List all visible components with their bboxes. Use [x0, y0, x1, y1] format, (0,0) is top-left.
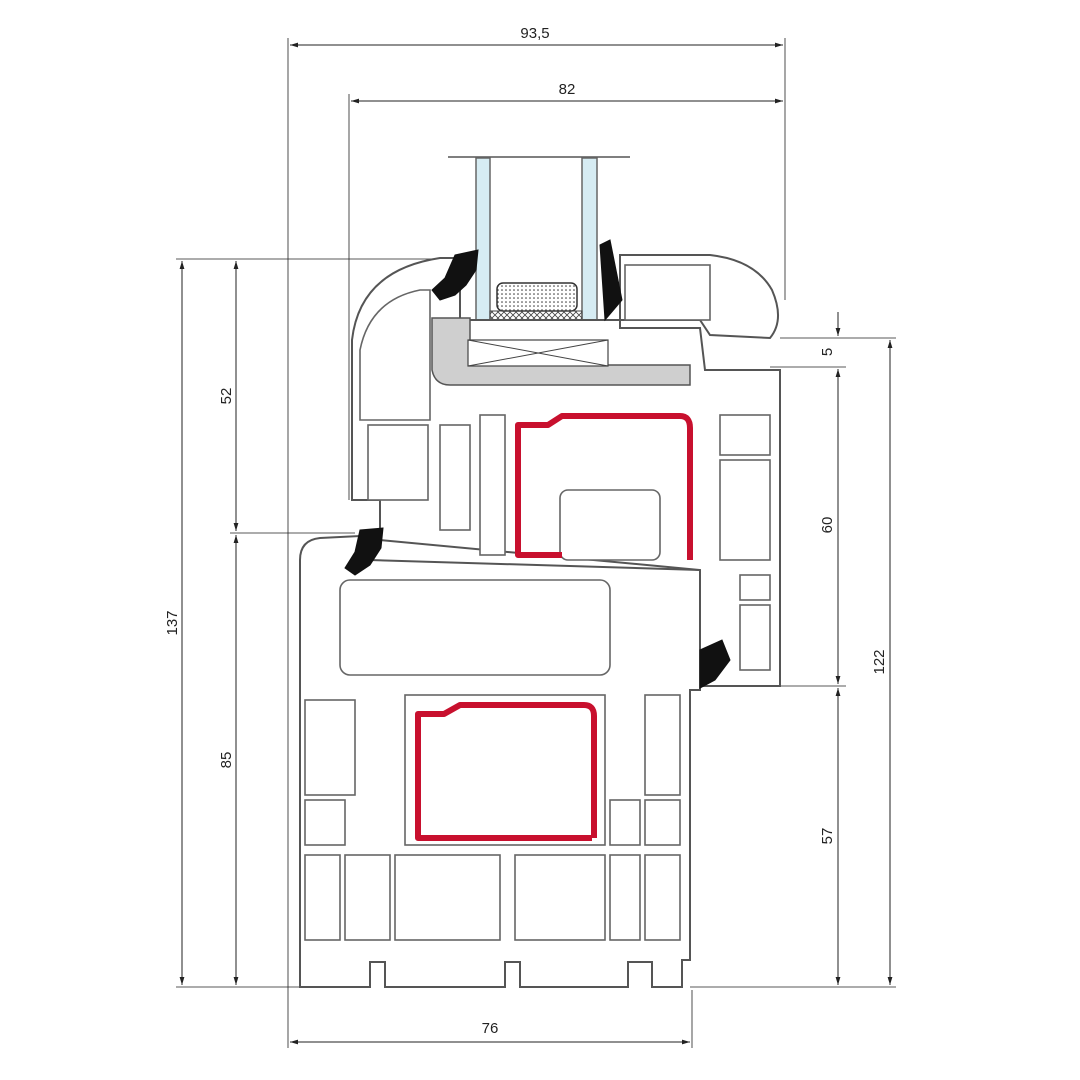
dim-label-85: 85 [218, 752, 235, 769]
glass-pane-inner [581, 157, 598, 337]
glazing-bead [431, 317, 691, 386]
dim-label-5: 5 [819, 348, 836, 356]
gaskets [344, 239, 731, 689]
dim-label-82: 82 [559, 81, 576, 98]
glazing-block-cross [467, 339, 609, 367]
steel-reinforcement-lower [415, 702, 597, 841]
steel-reinforcement-upper [515, 413, 693, 560]
dim-label-60: 60 [819, 517, 836, 534]
dim-label-137: 137 [164, 610, 181, 635]
dimension-lines [179, 42, 893, 1045]
frame-profile [299, 534, 701, 988]
dim-label-76: 76 [482, 1020, 499, 1037]
dim-label-122: 122 [871, 649, 888, 674]
dim-label-57: 57 [819, 828, 836, 845]
dim-label-52: 52 [218, 388, 235, 405]
glass-pane-outer [475, 157, 491, 337]
dim-label-93-5: 93,5 [520, 25, 549, 42]
spacer [496, 282, 578, 312]
